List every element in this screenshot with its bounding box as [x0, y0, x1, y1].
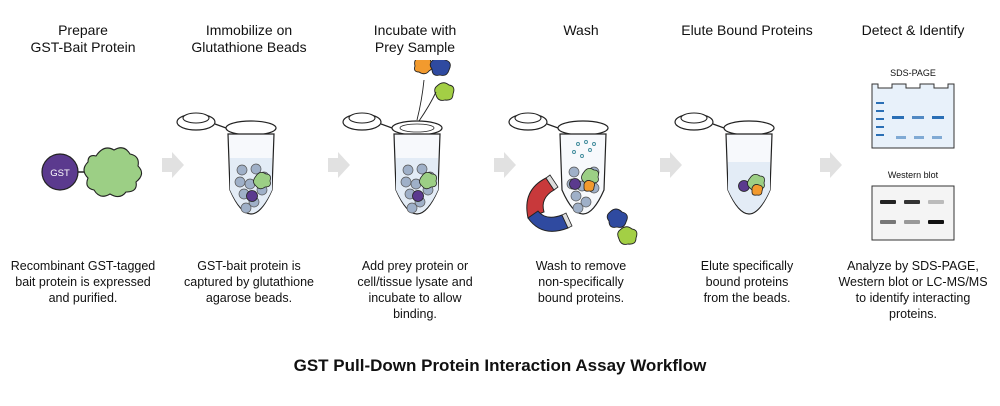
- detection-illustration: SDS-PAGE Western blot: [871, 68, 955, 241]
- step-title-wash: Wash: [563, 22, 599, 38]
- step-title-prepare: Prepare GST-Bait Protein: [30, 22, 136, 55]
- step-title-incubate: Incubate with Prey Sample: [373, 22, 457, 55]
- step-detect: Detect & Identify SDS-PAGE Western blot: [830, 0, 996, 330]
- western-blot-membrane: [871, 185, 955, 241]
- step-desc-incubate: Add prey protein or cell/tissue lysate a…: [357, 259, 473, 321]
- arrow-4-icon: [660, 152, 682, 178]
- step-title-detect: Detect & Identify: [861, 22, 965, 38]
- arrow-3-icon: [494, 152, 516, 178]
- step-desc-detect: Analyze by SDS-PAGE, Western blot or LC-…: [838, 259, 988, 321]
- arrow-5-icon: [820, 152, 842, 178]
- tube-incubation-illustration: [342, 60, 455, 215]
- step-desc-immobilize: GST-bait protein is captured by glutathi…: [184, 259, 314, 305]
- step-elute: Elute Bound Proteins Elute specifically …: [664, 0, 830, 330]
- step-desc-prepare: Recombinant GST-tagged bait protein is e…: [10, 259, 156, 305]
- step-immobilize: Immobilize on Glutathione Beads GST-bait…: [166, 0, 332, 330]
- wash-droplets: [572, 140, 596, 158]
- bead-cluster: [234, 163, 270, 214]
- tube-wash-illustration: [508, 112, 638, 245]
- arrow-2-icon: [328, 152, 350, 178]
- sds-page-label: SDS-PAGE: [890, 68, 936, 78]
- diagram-title: GST Pull-Down Protein Interaction Assay …: [293, 356, 707, 375]
- step-title-elute: Elute Bound Proteins: [681, 22, 813, 38]
- step-desc-elute: Elute specifically bound proteins from t…: [700, 259, 794, 305]
- step-title-immobilize: Immobilize on Glutathione Beads: [191, 22, 307, 55]
- western-blot-label: Western blot: [888, 170, 939, 180]
- sds-page-gel: [871, 83, 955, 149]
- bait-protein-blob: [83, 147, 143, 198]
- tube-with-beads-illustration: [176, 112, 277, 215]
- arrow-1-icon: [162, 152, 184, 178]
- magnet-icon: [526, 174, 573, 232]
- step-prepare: Prepare GST-Bait Protein GST Recombinant…: [0, 0, 166, 330]
- gst-bait-protein-illustration: GST: [41, 147, 143, 198]
- step-desc-wash: Wash to remove non-specifically bound pr…: [535, 259, 627, 305]
- step-incubate: Incubate with Prey Sample Add prey prote…: [332, 0, 498, 330]
- tube-elution-illustration: [674, 112, 775, 215]
- gst-tag-label: GST: [50, 168, 70, 179]
- step-wash: Wash Wash to remove non-specifically bou…: [498, 0, 664, 330]
